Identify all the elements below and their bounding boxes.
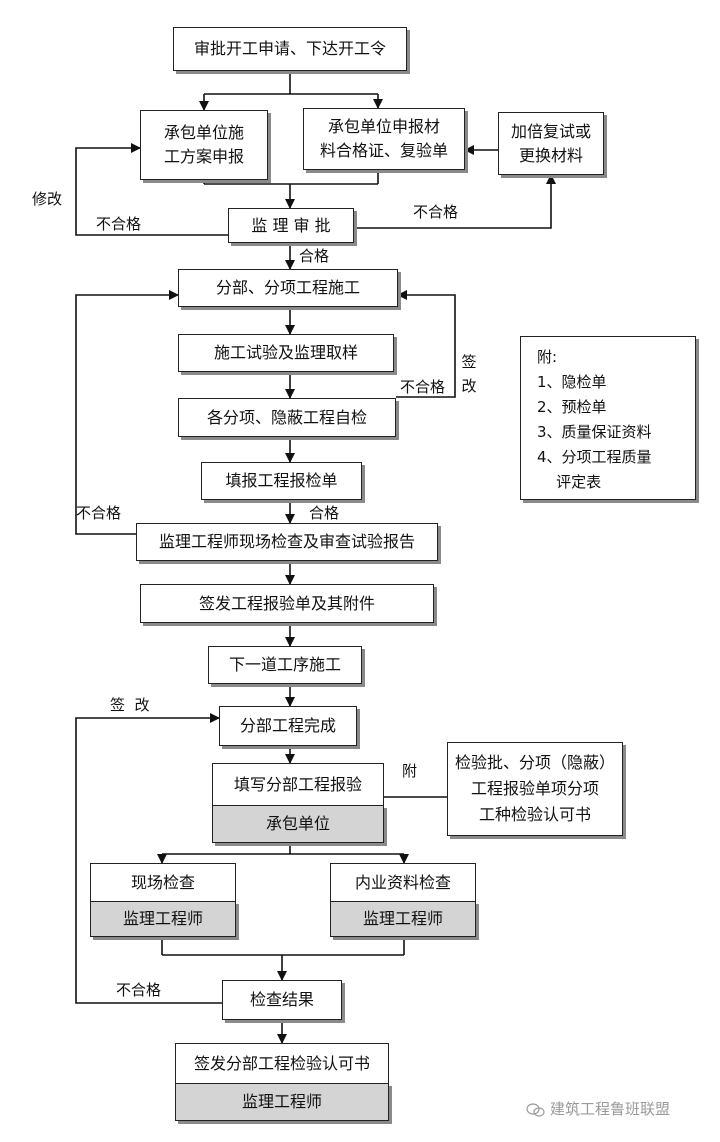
supervision-approval-box: 监 理 审 批 [228, 208, 354, 243]
note-item: 2、预检单 [537, 398, 607, 416]
label-fail-bottom: 不合格 [116, 981, 162, 999]
label-fail-mid: 不合格 [400, 378, 446, 396]
double-retest-line2: 更换材料 [518, 145, 583, 165]
label-fail-right: 不合格 [413, 203, 459, 221]
double-retest-box: 加倍复试或 更换材料 [498, 112, 604, 175]
sub-construction-box: 分部、分项工程施工 [178, 269, 398, 307]
fill-report-box: 填报工程报检单 [201, 462, 362, 500]
label-fail-left: 不合格 [96, 215, 142, 233]
label-sign-v-2: 改 [461, 377, 477, 395]
note-item: 3、质量保证资料 [537, 423, 652, 441]
doc-check-box: 内业资料检查 [330, 863, 476, 901]
approve-start-box: 审批开工申请、下达开工令 [173, 27, 407, 71]
issue-cert-box: 签发分部工程检验认可书 [175, 1043, 389, 1083]
label-fail-left2: 不合格 [76, 504, 122, 522]
label-sign-v-1: 签 [461, 353, 477, 371]
note-item: 评定表 [537, 473, 602, 491]
double-retest-line1: 加倍复试或 [510, 121, 591, 141]
issue-report-box: 签发工程报验单及其附件 [140, 584, 434, 623]
engineer-check-box: 监理工程师现场检查及审查试验报告 [136, 523, 438, 561]
label-sign-change: 签 改 [110, 696, 150, 714]
contractor-plan-line1: 承包单位施 [163, 123, 244, 142]
note-title: 附: [537, 348, 558, 366]
loop-self-check-fail [396, 290, 456, 398]
site-check-role-box: 监理工程师 [90, 901, 236, 937]
contractor-material-box: 承包单位申报材 料合格证、复验单 [303, 108, 465, 170]
check-result-box: 检查结果 [222, 980, 342, 1020]
contractor-unit-box: 承包单位 [212, 805, 384, 843]
attachment-line3: 工种检验认可书 [478, 805, 591, 824]
next-process-box: 下一道工序施工 [208, 646, 362, 684]
label-modify: 修改 [32, 190, 63, 208]
wechat-icon [526, 1102, 545, 1117]
label-attach: 附 [402, 762, 418, 780]
watermark-text: 建筑工程鲁班联盟 [550, 1100, 671, 1118]
attachment-line1: 检验批、分项（隐蔽） [454, 753, 615, 772]
part-complete-box: 分部工程完成 [219, 706, 357, 746]
label-sign-change-vertical: 签 改 [460, 350, 478, 398]
test-sampling-box: 施工试验及监理取样 [178, 334, 394, 372]
attachment-box: 检验批、分项（隐蔽） 工程报验单项分项 工种检验认可书 [447, 742, 623, 836]
label-pass-1: 合格 [299, 247, 330, 265]
watermark: 建筑工程鲁班联盟 [526, 1098, 670, 1119]
loop-result-fail [75, 713, 222, 1004]
contractor-material-line1: 承包单位申报材 [327, 117, 440, 136]
loop-fail-modify [75, 143, 228, 236]
contractor-material-line2: 料合格证、复验单 [319, 141, 448, 160]
attachment-note: 附: 1、隐检单 2、预检单 3、质量保证资料 4、分项工程质量 评定表 [520, 336, 696, 500]
loop-engineer-check-fail [75, 290, 179, 535]
contractor-plan-box: 承包单位施 工方案申报 [140, 110, 268, 180]
note-item: 4、分项工程质量 [537, 448, 652, 466]
issue-cert-role-box: 监理工程师 [175, 1083, 389, 1121]
self-inspection-box: 各分项、隐蔽工程自检 [178, 398, 396, 437]
site-check-box: 现场检查 [90, 863, 236, 901]
doc-check-role-box: 监理工程师 [330, 901, 476, 937]
note-item: 1、隐检单 [537, 373, 607, 391]
contractor-plan-line2: 工方案申报 [163, 147, 244, 166]
loop-fail-retest [354, 174, 556, 229]
attachment-line2: 工程报验单项分项 [470, 779, 599, 798]
fill-part-report-box: 填写分部工程报验 [212, 763, 384, 805]
label-pass-2: 合格 [309, 504, 340, 522]
